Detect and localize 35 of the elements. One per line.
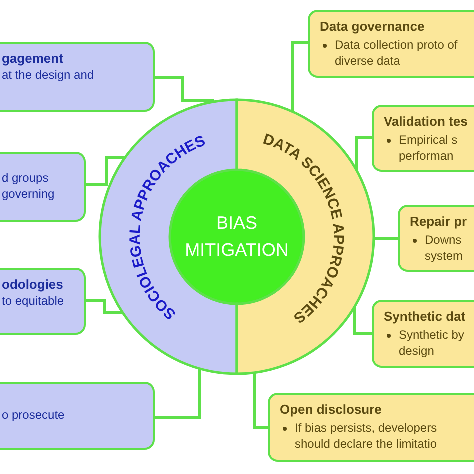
connector-line xyxy=(292,42,308,112)
card-heading: Repair pr xyxy=(410,214,468,229)
connector-line xyxy=(155,369,202,420)
info-card xyxy=(372,105,474,172)
card-heading: Validation tes xyxy=(384,114,468,129)
bullet-text: Synthetic by design xyxy=(399,328,466,360)
connector-line xyxy=(86,300,123,314)
info-card xyxy=(0,42,155,112)
card-heading: gagement xyxy=(2,51,64,66)
info-card xyxy=(308,10,474,78)
info-card xyxy=(0,152,86,222)
connector-line xyxy=(155,76,214,102)
bullet-text: Data collection proto of diverse data xyxy=(335,38,459,70)
card-heading: Synthetic dat xyxy=(384,309,466,324)
info-card xyxy=(0,382,155,450)
bullet-text: Downs system xyxy=(425,233,464,264)
connector-line xyxy=(354,307,372,336)
connector-line xyxy=(254,373,268,430)
card-heading: Open disclosure xyxy=(280,402,382,417)
connector-line xyxy=(374,238,398,240)
connector-line xyxy=(86,156,125,186)
connector-line xyxy=(356,136,372,171)
circle-label: BIAS MITIGATION xyxy=(185,213,290,262)
card-text: at the design and xyxy=(2,68,96,84)
info-card xyxy=(398,205,474,272)
card-text: o prosecute xyxy=(2,408,66,424)
card-heading: odologies xyxy=(2,277,64,292)
card-text: d groups governing xyxy=(2,171,56,203)
info-card xyxy=(372,300,474,368)
card-heading: Data governance xyxy=(320,19,425,34)
bullet-text: Empirical s performan xyxy=(399,133,459,164)
info-card xyxy=(268,393,474,462)
bullet-text: If bias persists, developers should declare the limitatio xyxy=(295,421,438,452)
info-card xyxy=(0,268,86,335)
card-text: to equitable xyxy=(2,294,66,310)
